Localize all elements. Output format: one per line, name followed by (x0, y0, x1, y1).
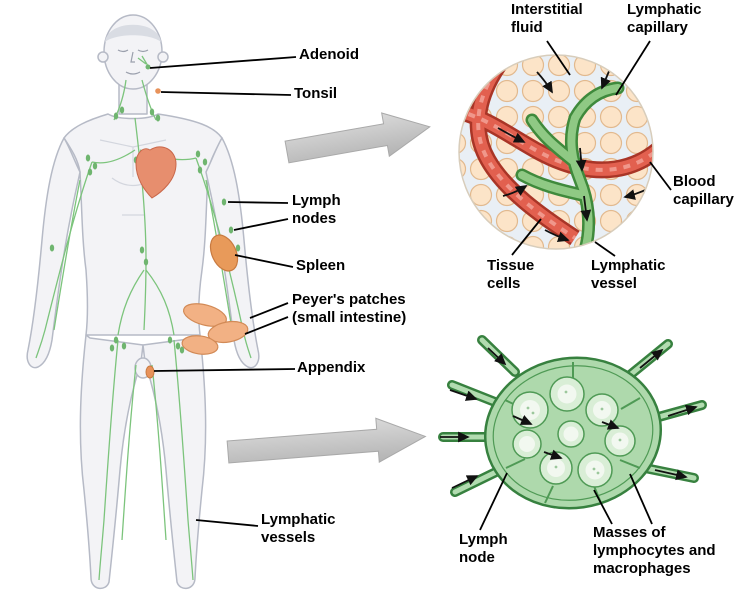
tonsil-dot (155, 88, 161, 94)
right-ear (157, 51, 169, 63)
left-leg (79, 334, 144, 590)
hair (105, 24, 161, 42)
adenoid-dot (145, 64, 151, 70)
lymphatic-capillary (515, 81, 625, 249)
label-lymph-node: Lymph node (459, 531, 508, 566)
label-spleen: Spleen (296, 257, 346, 274)
node-follicles (511, 376, 636, 488)
spleen (209, 234, 239, 272)
callout-arrow-bottom (226, 417, 427, 464)
label-lymphatic-vessels: Lymphatic vessels (261, 511, 336, 546)
face-lines (117, 49, 149, 75)
label-masses: Masses of lymphocytes and macrophages (593, 524, 716, 577)
intestines (181, 303, 249, 355)
lymph-node-inset (438, 335, 707, 510)
label-adenoid: Adenoid (299, 46, 359, 63)
appendix (145, 365, 155, 379)
label-peyers-patches: Peyer's patches (small intestine) (292, 291, 407, 326)
node-flow-arrows (440, 347, 698, 489)
heart (135, 146, 177, 199)
leader-lines (149, 40, 672, 531)
left-arm (26, 137, 81, 369)
left-ear (97, 51, 109, 63)
label-interstitial-fluid: Interstitial fluid (511, 1, 583, 36)
label-blood-capillary: Blood capillary (673, 173, 734, 208)
label-lymphatic-capillary: Lymphatic capillary (627, 1, 702, 36)
torso (63, 113, 223, 336)
label-lymphatic-vessel: Lymphatic vessel (591, 257, 666, 292)
label-appendix: Appendix (297, 359, 366, 376)
body-figure (26, 14, 260, 590)
label-lymph-nodes: Lymph nodes (292, 192, 341, 227)
label-tissue-cells: Tissue cells (487, 257, 535, 292)
right-leg (142, 334, 207, 590)
callout-arrow-top (284, 112, 431, 164)
label-tonsil: Tonsil (294, 85, 338, 102)
capillary-inset (458, 54, 654, 250)
